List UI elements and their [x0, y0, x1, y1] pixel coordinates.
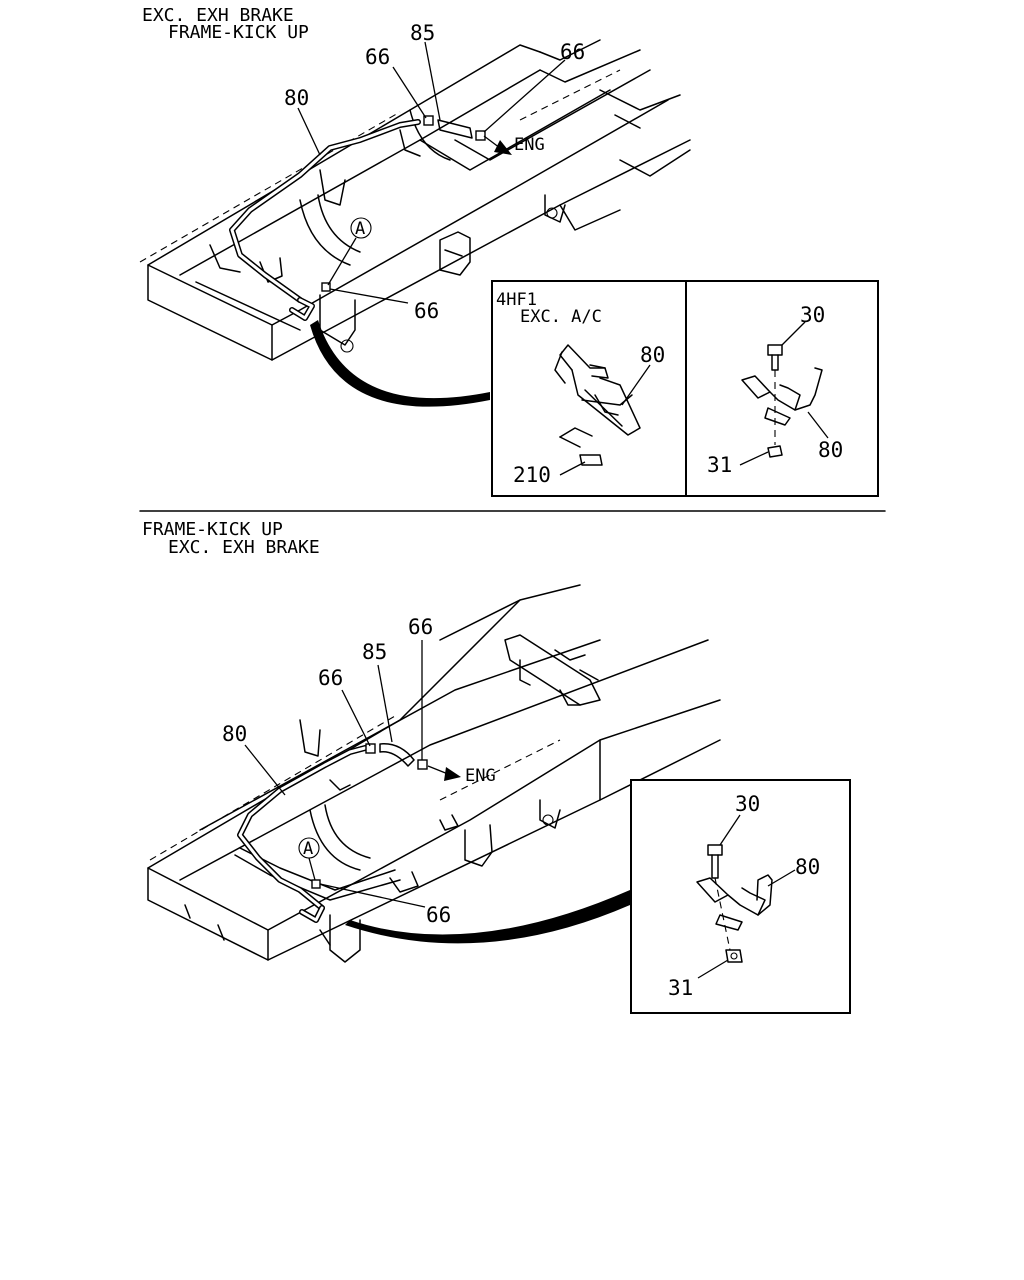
bottom-ref-circle: A: [298, 837, 320, 881]
top-ref-letter: A: [355, 219, 365, 239]
bottom-pipe-80: [237, 745, 368, 923]
bottom-eng-arrow: ENG: [427, 765, 496, 786]
top-inset-right-label-nut: 31: [707, 453, 732, 477]
bottom-inset: 30 80 31: [630, 779, 851, 1014]
top-inset-right-label-pipe: 80: [818, 438, 843, 462]
bottom-label-hose: 85: [362, 640, 387, 664]
top-inset-left-note1: 4HF1: [496, 290, 537, 310]
top-callout-swoosh: [310, 320, 490, 407]
top-inset-left-note2: EXC. A/C: [520, 307, 602, 327]
top-inset-right-label-bolt: 30: [800, 303, 825, 327]
top-inset-left: 4HF1 EXC. A/C 80 210: [491, 280, 688, 497]
bottom-inset-label-pipe: 80: [795, 855, 820, 879]
bottom-ref-letter: A: [303, 839, 313, 859]
top-inset-left-label-pipe: 80: [640, 343, 665, 367]
bottom-eng-label: ENG: [465, 766, 496, 786]
bottom-inset-label-bolt: 30: [735, 792, 760, 816]
bottom-inset-label-nut: 31: [668, 976, 693, 1000]
top-eng-label: ENG: [514, 135, 545, 155]
top-header-line1: EXC. EXH BRAKE: [142, 5, 294, 26]
top-hose-85: [437, 119, 473, 139]
bottom-clips-66: [311, 743, 428, 889]
bottom-label-clip-left: 66: [318, 666, 343, 690]
top-frame-drawing: [139, 39, 691, 361]
bottom-section: FRAME-KICK UP EXC. EXH BRAKE: [142, 519, 851, 1014]
bottom-header-line2: EXC. EXH BRAKE: [168, 537, 320, 558]
top-eng-arrow: ENG: [483, 135, 545, 155]
bottom-callout-swoosh: [345, 890, 630, 944]
top-label-hose: 85: [410, 21, 435, 45]
top-label-clip-right: 66: [560, 40, 585, 64]
top-inset-left-label-bolt: 210: [513, 463, 551, 487]
bottom-header-line1: FRAME-KICK UP: [142, 519, 283, 540]
bottom-hose-85: [379, 743, 415, 767]
top-section: EXC. EXH BRAKE FRAME-KICK UP: [139, 5, 879, 497]
top-inset-right: 30 80 31: [685, 280, 879, 497]
top-pipe-80: [229, 119, 421, 321]
top-ref-circle: A: [327, 217, 372, 286]
bottom-label-pipe: 80: [222, 722, 247, 746]
top-label-clip-lower: 66: [414, 299, 439, 323]
top-label-pipe: 80: [284, 86, 309, 110]
bottom-label-clip-lower: 66: [426, 903, 451, 927]
top-header-line2: FRAME-KICK UP: [168, 22, 309, 43]
top-clips-66: [321, 115, 486, 292]
bottom-label-clip-right: 66: [408, 615, 433, 639]
top-label-clip-left: 66: [365, 45, 390, 69]
